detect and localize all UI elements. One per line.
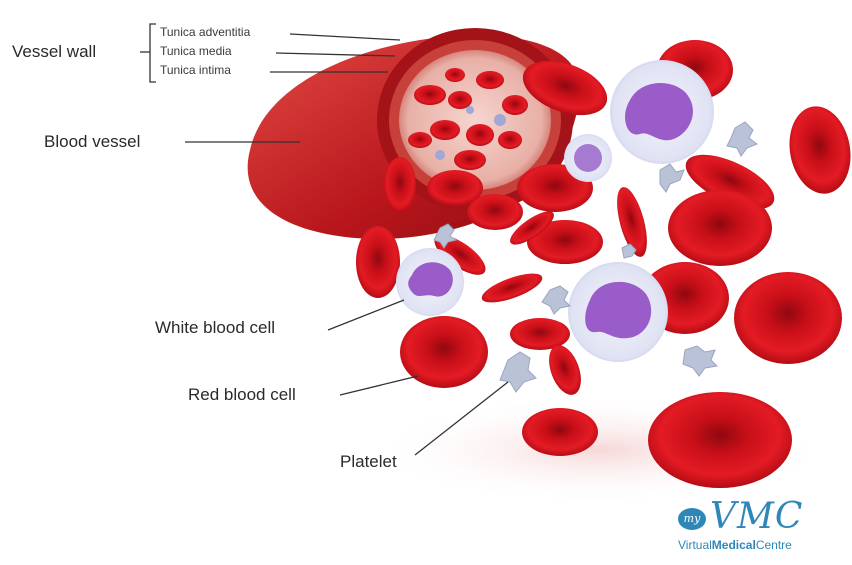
white-blood-cell xyxy=(610,60,714,164)
vmc-logo: VMC my VirtualMedicalCentre xyxy=(672,494,848,556)
red-blood-cell-label: Red blood cell xyxy=(188,385,296,405)
platelet xyxy=(542,286,570,314)
logo-badge: my xyxy=(678,508,706,530)
red-blood-cell xyxy=(668,190,772,266)
red-blood-cell xyxy=(356,226,400,298)
blood-vessel-label: Blood vessel xyxy=(44,132,140,152)
platelet xyxy=(727,122,757,156)
red-blood-cell xyxy=(479,268,546,309)
platelet-label: Platelet xyxy=(340,452,397,472)
platelet xyxy=(683,346,717,376)
logo-subtitle: VirtualMedicalCentre xyxy=(678,538,792,552)
red-blood-cell xyxy=(522,408,598,456)
white-blood-cell xyxy=(564,134,612,182)
red-blood-cell xyxy=(543,341,587,399)
red-blood-cell xyxy=(510,318,570,350)
vessel-wall-label: Vessel wall xyxy=(12,42,96,62)
red-blood-cell xyxy=(734,272,842,364)
red-blood-cell xyxy=(783,101,852,198)
tunica-intima-label: Tunica intima xyxy=(160,63,231,77)
white-blood-cell-label: White blood cell xyxy=(155,318,275,338)
red-blood-cell xyxy=(648,392,792,488)
red-blood-cell xyxy=(467,194,523,230)
platelet xyxy=(500,352,536,392)
white-blood-cell xyxy=(396,248,464,316)
platelet xyxy=(660,164,684,192)
tunica-adventitia-label: Tunica adventitia xyxy=(160,25,250,39)
red-blood-cell xyxy=(384,157,416,213)
white-blood-cell xyxy=(568,262,668,362)
tunica-media-label: Tunica media xyxy=(160,44,232,58)
